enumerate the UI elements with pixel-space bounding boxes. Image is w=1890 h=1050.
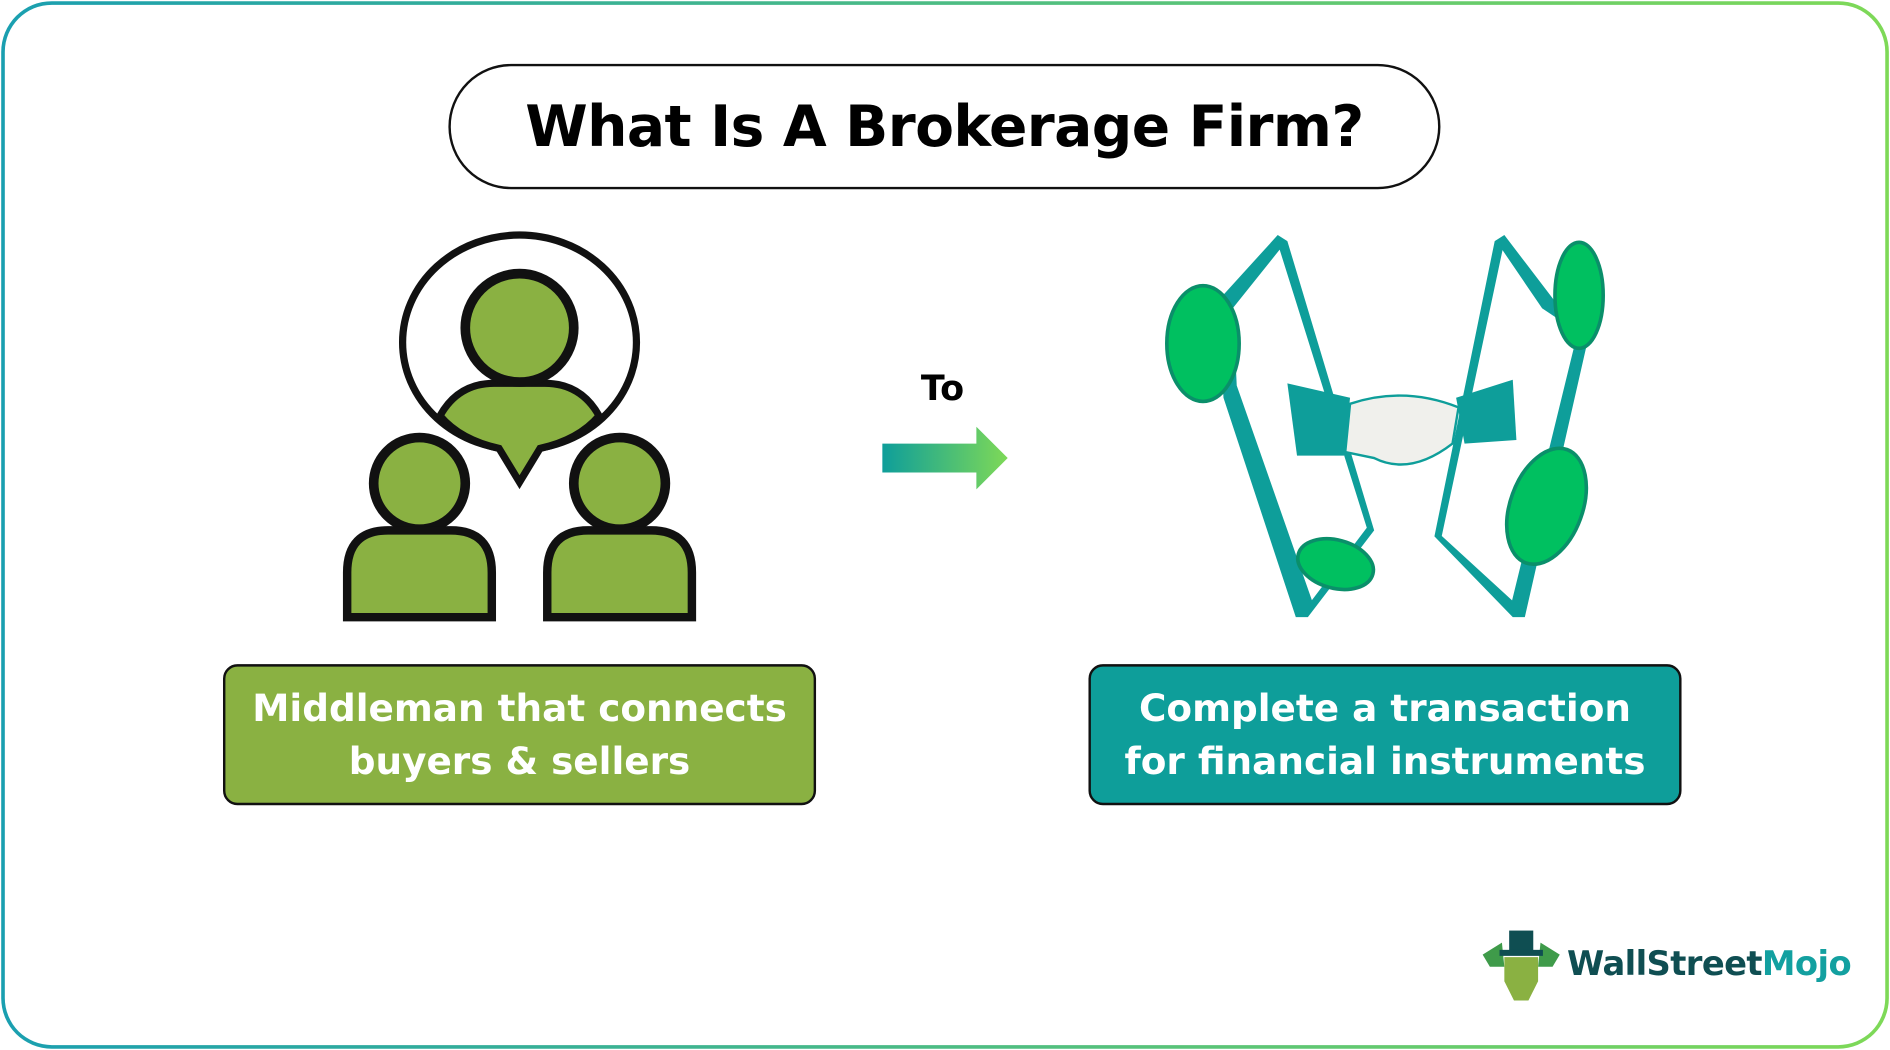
handshake-phones-illustration [1165,235,1605,618]
wallstreetmojo-logo: WallStreetMojo [1567,943,1852,984]
transaction-description-box: Complete a transaction for financial ins… [1088,664,1682,806]
connector-label: To [920,367,965,409]
page-title: What Is A Brokerage Firm? [448,63,1441,190]
logo-text-part2: Mojo [1761,943,1852,984]
logo-text-part1: WallStreet [1567,943,1763,984]
arrow-right-icon [882,426,1008,490]
wallstreetmojo-bull-logo-icon [1482,930,1560,1001]
people-icon [342,231,697,622]
middleman-description-box: Middleman that connects buyers & sellers [222,664,817,806]
